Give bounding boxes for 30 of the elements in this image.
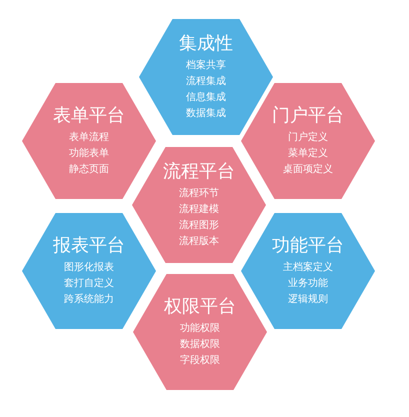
feature-item: 流程版本 <box>179 234 219 249</box>
feature-item: 功能权限 <box>180 322 220 336</box>
feature-item: 功能表单 <box>69 146 109 161</box>
feature-item: 流程建模 <box>179 202 219 217</box>
feature-item: 数据集成 <box>186 106 226 121</box>
feature-item: 逻辑规则 <box>288 292 328 307</box>
feature-item: 表单流程 <box>69 130 109 145</box>
feature-item: 流程集成 <box>186 74 226 89</box>
feature-item: 桌面项定义 <box>283 162 333 177</box>
feature-item: 图形化报表 <box>64 260 114 275</box>
feature-item: 门户定义 <box>288 130 328 145</box>
feature-item: 流程图形 <box>179 218 219 233</box>
feature-item: 套打自定义 <box>64 276 114 291</box>
hexagon-title: 报表平台 <box>53 234 125 258</box>
feature-item: 字段权限 <box>180 354 220 368</box>
feature-item: 信息集成 <box>186 90 226 105</box>
feature-item: 主档案定义 <box>283 260 333 275</box>
hexagon-title: 流程平台 <box>163 160 235 184</box>
hexagon-title: 权限平台 <box>164 295 236 319</box>
feature-item: 静态页面 <box>69 162 109 177</box>
hexagon-title: 集成性 <box>179 32 233 56</box>
feature-item: 数据权限 <box>180 338 220 352</box>
hexagon-title: 表单平台 <box>53 104 125 128</box>
feature-item: 业务功能 <box>288 276 328 291</box>
feature-item: 流程环节 <box>179 186 219 201</box>
feature-item: 跨系统能力 <box>64 292 114 307</box>
hexagon-title: 功能平台 <box>272 234 344 258</box>
feature-item: 菜单定义 <box>288 146 328 161</box>
feature-item: 档案共享 <box>186 58 226 73</box>
hexagon-title: 门户平台 <box>272 104 344 128</box>
